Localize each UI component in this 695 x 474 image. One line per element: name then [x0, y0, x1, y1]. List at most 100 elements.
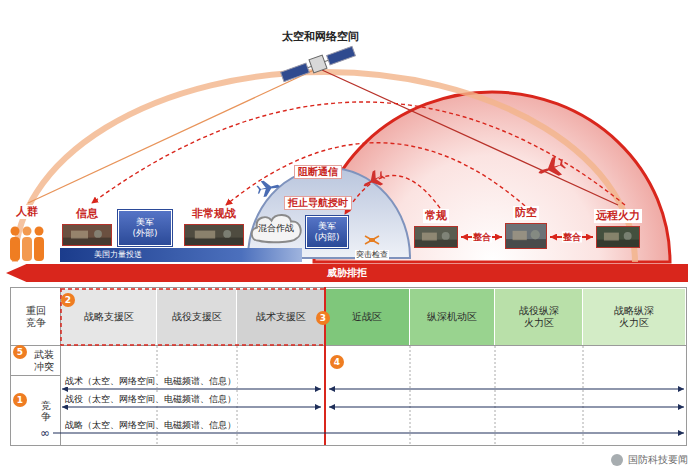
threat-arrow-band: 威胁排拒: [6, 264, 688, 282]
satellite-body: [309, 55, 327, 73]
person-head: [35, 227, 44, 236]
zone-divider: [583, 346, 584, 445]
node-text: 战役支援区: [172, 311, 222, 323]
connector-label-holder: 整合: [562, 232, 582, 243]
watermark-icon: [611, 454, 623, 466]
person-body: [10, 237, 20, 261]
aircraft-icon: [535, 154, 568, 181]
photo-box: 信息: [62, 224, 112, 246]
photo-shade: [506, 239, 546, 248]
callout-number: 3: [316, 311, 330, 325]
projection-band: 美国力量投送: [60, 248, 302, 262]
node-text: 武装 冲突: [34, 349, 54, 373]
zone-band: 纵深机动区: [410, 289, 495, 345]
force-box: 美军 (内部): [306, 216, 348, 248]
photo-thumbnail: [184, 224, 244, 246]
photo-ground: [597, 227, 640, 248]
table-rule: [10, 375, 60, 376]
node-text: 远程火力: [594, 209, 642, 223]
node-text: 竞争: [41, 400, 51, 422]
range-arrow: [329, 388, 684, 389]
effect-label-holder: 突击检查: [355, 250, 389, 260]
space-label-holder: 太空和网络空间: [282, 30, 359, 43]
callout-number-holder: 1: [13, 393, 27, 407]
callout-number-holder: 4: [330, 355, 344, 369]
zone-divider: [410, 346, 411, 445]
photo-detail: [223, 230, 231, 238]
photo-detail: [195, 231, 215, 239]
node-text: 美军 (内部): [314, 221, 339, 243]
connector-label-holder: 整合: [472, 232, 492, 243]
photo-box: 非常规战: [184, 224, 244, 246]
drone-arm: [365, 236, 379, 244]
callout-number-holder: 3: [316, 311, 330, 325]
friendly-dome: [248, 168, 410, 258]
callout-number: 2: [61, 293, 75, 307]
range-label: 战略（太空、网络空间、电磁频谱、信息）: [64, 420, 237, 431]
range-label: 战役（太空、网络空间、电磁频谱、信息）: [64, 394, 237, 405]
photo-box: 防空: [505, 223, 547, 249]
infinity-mark: ∞: [40, 427, 50, 439]
node-text: 混合作战: [258, 223, 294, 234]
node-text: 近战区: [352, 311, 382, 323]
node-text: 战略纵深 火力区: [614, 305, 654, 329]
node-text: 纵深机动区: [427, 311, 477, 323]
photo-ground: [185, 225, 244, 246]
node-text: 防空: [513, 206, 539, 220]
drone-arm: [365, 236, 379, 244]
effect-label: 突击检查: [355, 250, 389, 260]
callout-number-holder: 2: [61, 293, 75, 307]
force-box: 美军 (外部): [118, 210, 172, 246]
photo-shade: [185, 238, 243, 245]
effect-label: 阻断通信: [294, 165, 342, 179]
watermark-holder: 国防科技要闻: [628, 454, 688, 466]
space-link: [28, 70, 314, 203]
row-header: 竞争: [11, 376, 60, 445]
photo-detail: [531, 230, 540, 239]
node-text: 重回 竞争: [26, 305, 46, 329]
person-head: [23, 227, 32, 236]
zone-band: 战略纵深 火力区: [583, 289, 686, 345]
node-text: 战术支援区: [256, 311, 306, 323]
satellite-icon: [280, 44, 356, 83]
threat-arc: [92, 102, 625, 205]
person-body: [22, 237, 32, 261]
photo-box: 远程火力: [596, 226, 640, 248]
table-frame: [11, 288, 687, 446]
callout-number: 4: [330, 355, 344, 369]
watermark: 国防科技要闻: [628, 454, 688, 466]
zone-band: 战术支援区: [237, 289, 325, 345]
crowd-icon: 人群: [8, 222, 46, 262]
zone-divider: [495, 346, 496, 445]
solar-panel: [327, 46, 356, 65]
photo-box: 常规: [414, 226, 458, 248]
drone-body: [369, 238, 375, 242]
arrow-band: [6, 264, 688, 282]
person-body: [34, 237, 44, 261]
callout-number-holder: 5: [13, 345, 27, 359]
callout-number: 1: [13, 393, 27, 407]
connector-label: 整合: [472, 232, 492, 243]
node-text: 非常规战: [190, 207, 238, 221]
photo-detail: [94, 230, 102, 238]
range-label-holder: 战术（太空、网络空间、电磁频谱、信息）: [64, 376, 237, 387]
solar-panel: [281, 63, 310, 82]
photo-ground: [506, 224, 547, 249]
person-head: [11, 227, 20, 236]
connector-label: 整合: [562, 232, 582, 243]
photo-shade: [415, 240, 457, 247]
photo-thumbnail: [414, 226, 458, 248]
drone-icon: [365, 236, 379, 244]
node-text: 战役纵深 火力区: [519, 305, 559, 329]
support-frame: [61, 289, 325, 345]
node-text: 人群: [14, 205, 40, 219]
range-arrow: [53, 432, 684, 433]
cloud-shape: [252, 215, 301, 242]
aircraft-icon: [360, 168, 388, 193]
effect-label: 拒止导航授时: [284, 196, 352, 210]
photo-detail: [442, 232, 450, 240]
zone-band: 战略支援区: [61, 289, 157, 345]
range-arrow: [62, 388, 321, 389]
zone-band: 近战区: [325, 289, 410, 345]
photo-shade: [597, 240, 639, 247]
